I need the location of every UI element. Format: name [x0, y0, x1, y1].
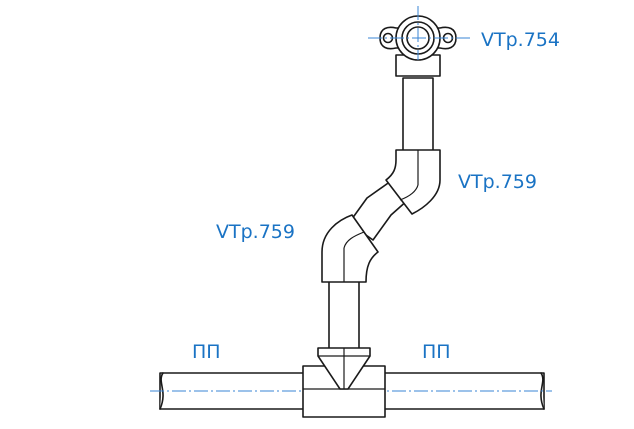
elbow-upper-body [385, 149, 441, 215]
label-elbow-upper: VTp.759 [458, 171, 537, 193]
label-pipe-right: ПП [422, 341, 451, 363]
elbow-lower-arc [343, 231, 365, 249]
upper-riser-pipe [402, 77, 434, 153]
elbow-lower [321, 214, 379, 283]
tee-fitting [302, 347, 386, 418]
wall-elbow [368, 6, 470, 77]
label-elbow-lower: VTp.759 [216, 221, 295, 243]
elbow-lower-body [321, 214, 379, 283]
lower-riser-pipe [328, 279, 360, 351]
elbow-upper [385, 149, 441, 215]
label-pipe-left: ПП [192, 341, 221, 363]
label-wall-elbow: VTp.754 [481, 29, 560, 51]
elbow-upper-arc [399, 184, 419, 201]
